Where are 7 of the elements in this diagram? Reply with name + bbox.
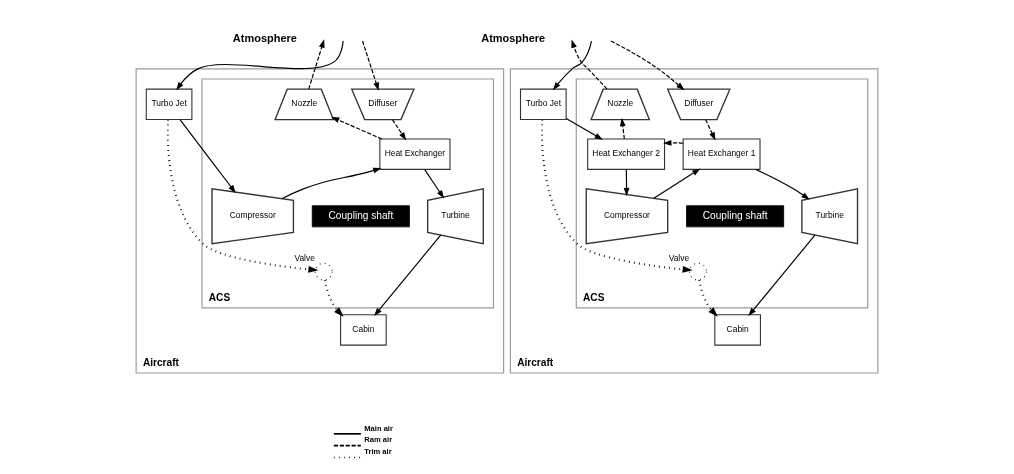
legend-label: Main air — [364, 423, 393, 433]
node-label: Valve — [668, 252, 690, 263]
label: Atmosphere — [481, 32, 546, 45]
label: Atmosphere — [232, 32, 297, 45]
node-label: Valve — [294, 252, 315, 263]
legend-label: Ram air — [364, 435, 393, 445]
legend-label: Trim air — [364, 447, 392, 457]
